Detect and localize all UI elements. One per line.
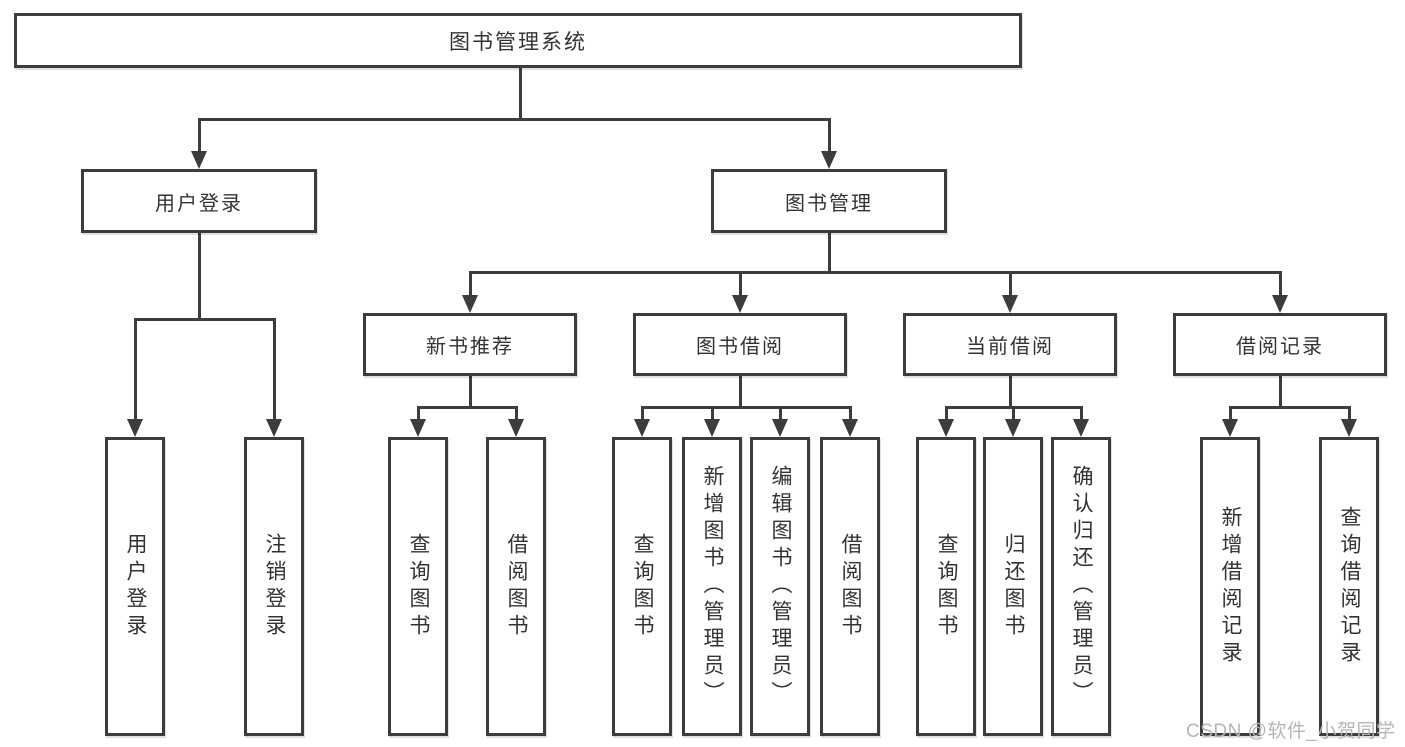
node-new-book-rec: 新书推荐 — [363, 313, 577, 376]
edge-br-leaf2 — [1348, 406, 1351, 422]
arrowhead-nb-leaf1 — [410, 419, 426, 437]
leaf-user-login-label: 用户登录 — [124, 532, 147, 641]
edge-book-mgmt-bar — [469, 271, 1282, 274]
leaf-nb-borrow-books-label: 借阅图书 — [505, 532, 528, 641]
node-borrow-record: 借阅记录 — [1173, 313, 1387, 376]
arrowhead-leaf-logout — [266, 419, 282, 437]
arrowhead-user-login — [191, 151, 207, 169]
edge-bb-leaf1 — [641, 406, 644, 422]
leaf-br-query-record: 查询借阅记录 — [1319, 437, 1379, 736]
leaf-logout-label: 注销登录 — [263, 532, 286, 641]
leaf-bb-query-books: 查询图书 — [612, 437, 672, 736]
edge-user-login-bar — [134, 318, 276, 321]
leaf-br-query-record-label: 查询借阅记录 — [1338, 505, 1361, 668]
leaf-nb-borrow-books: 借阅图书 — [486, 437, 546, 736]
edge-cb-leaf2 — [1012, 406, 1015, 422]
node-root-label: 图书管理系统 — [449, 30, 587, 54]
edge-to-leaf-login — [134, 318, 137, 421]
node-current-borrow: 当前借阅 — [903, 313, 1117, 376]
edge-nb-leaf2 — [515, 406, 518, 422]
edge-nb-leaf1 — [417, 406, 420, 422]
arrowhead-book-mgmt — [821, 151, 837, 169]
edge-borrow-record-bar — [1229, 406, 1350, 409]
arrowhead-br-leaf2 — [1341, 419, 1357, 437]
arrowhead-bb-leaf4 — [842, 419, 858, 437]
leaf-bb-edit-books-admin: 编辑图书（管理员） — [750, 437, 810, 736]
leaf-cb-confirm-return-admin-label: 确认归还（管理员） — [1070, 465, 1093, 708]
edge-bb-leaf3 — [779, 406, 782, 422]
edge-current-borrow-stem — [1009, 376, 1012, 409]
edge-bb-leaf2 — [711, 406, 714, 422]
arrowhead-cb-leaf2 — [1005, 419, 1021, 437]
edge-to-book-mgmt — [828, 118, 831, 155]
edge-cb-leaf3 — [1080, 406, 1083, 422]
arrowhead-cb-leaf3 — [1073, 419, 1089, 437]
node-new-book-rec-label: 新书推荐 — [426, 336, 514, 358]
leaf-cb-confirm-return-admin: 确认归还（管理员） — [1051, 437, 1111, 736]
arrowhead-borrow-record — [1272, 295, 1288, 313]
edge-new-book-stem — [469, 376, 472, 409]
leaf-bb-borrow-books-label: 借阅图书 — [839, 532, 862, 641]
leaf-cb-query-books-label: 查询图书 — [935, 532, 958, 641]
leaf-br-add-record-label: 新增借阅记录 — [1219, 505, 1242, 668]
arrowhead-bb-leaf3 — [772, 419, 788, 437]
leaf-user-login: 用户登录 — [105, 437, 165, 736]
node-root: 图书管理系统 — [14, 13, 1022, 68]
node-user-login-label: 用户登录 — [155, 192, 243, 215]
leaf-bb-query-books-label: 查询图书 — [631, 532, 654, 641]
arrowhead-book-borrow — [732, 295, 748, 313]
edge-to-book-borrow — [739, 271, 742, 298]
edge-cb-leaf1 — [945, 406, 948, 422]
edge-root-stem — [519, 67, 522, 120]
leaf-br-add-record: 新增借阅记录 — [1200, 437, 1260, 736]
edge-user-login-stem — [198, 233, 201, 320]
node-book-mgmt: 图书管理 — [711, 169, 947, 233]
leaf-nb-query-books-label: 查询图书 — [407, 532, 430, 641]
leaf-cb-return-books-label: 归还图书 — [1002, 532, 1025, 641]
edge-new-book-bar — [417, 406, 518, 409]
leaf-bb-edit-books-admin-label: 编辑图书（管理员） — [769, 465, 792, 708]
watermark: CSDN @软件_小贺同学 — [1186, 721, 1396, 742]
arrowhead-br-leaf1 — [1222, 419, 1238, 437]
arrowhead-bb-leaf2 — [704, 419, 720, 437]
node-book-borrow-label: 图书借阅 — [696, 336, 784, 358]
node-user-login: 用户登录 — [81, 169, 317, 233]
arrowhead-current-borrow — [1002, 295, 1018, 313]
arrowhead-leaf-login — [127, 419, 143, 437]
leaf-bb-add-books-admin-label: 新增图书（管理员） — [701, 465, 724, 708]
leaf-logout: 注销登录 — [244, 437, 304, 736]
edge-bb-leaf4 — [849, 406, 852, 422]
leaf-nb-query-books: 查询图书 — [388, 437, 448, 736]
leaf-bb-borrow-books: 借阅图书 — [820, 437, 880, 736]
edge-book-borrow-bar — [641, 406, 851, 409]
edge-to-borrow-record — [1279, 271, 1282, 298]
edge-to-user-login — [198, 118, 201, 155]
edge-book-borrow-stem — [739, 376, 742, 409]
arrowhead-nb-leaf2 — [508, 419, 524, 437]
edge-to-new-book — [469, 271, 472, 298]
node-borrow-record-label: 借阅记录 — [1236, 336, 1324, 358]
edge-br-leaf1 — [1229, 406, 1232, 422]
edge-root-bar — [198, 118, 831, 121]
leaf-bb-add-books-admin: 新增图书（管理员） — [682, 437, 742, 736]
node-book-mgmt-label: 图书管理 — [785, 192, 873, 215]
arrowhead-bb-leaf1 — [634, 419, 650, 437]
edge-book-mgmt-stem — [828, 233, 831, 273]
leaf-cb-return-books: 归还图书 — [983, 437, 1043, 736]
node-current-borrow-label: 当前借阅 — [966, 336, 1054, 358]
leaf-cb-query-books: 查询图书 — [916, 437, 976, 736]
edge-to-current-borrow — [1009, 271, 1012, 298]
node-book-borrow: 图书借阅 — [633, 313, 847, 376]
edge-to-leaf-logout — [273, 318, 276, 421]
edge-borrow-record-stem — [1279, 376, 1282, 409]
arrowhead-cb-leaf1 — [938, 419, 954, 437]
arrowhead-new-book — [462, 295, 478, 313]
